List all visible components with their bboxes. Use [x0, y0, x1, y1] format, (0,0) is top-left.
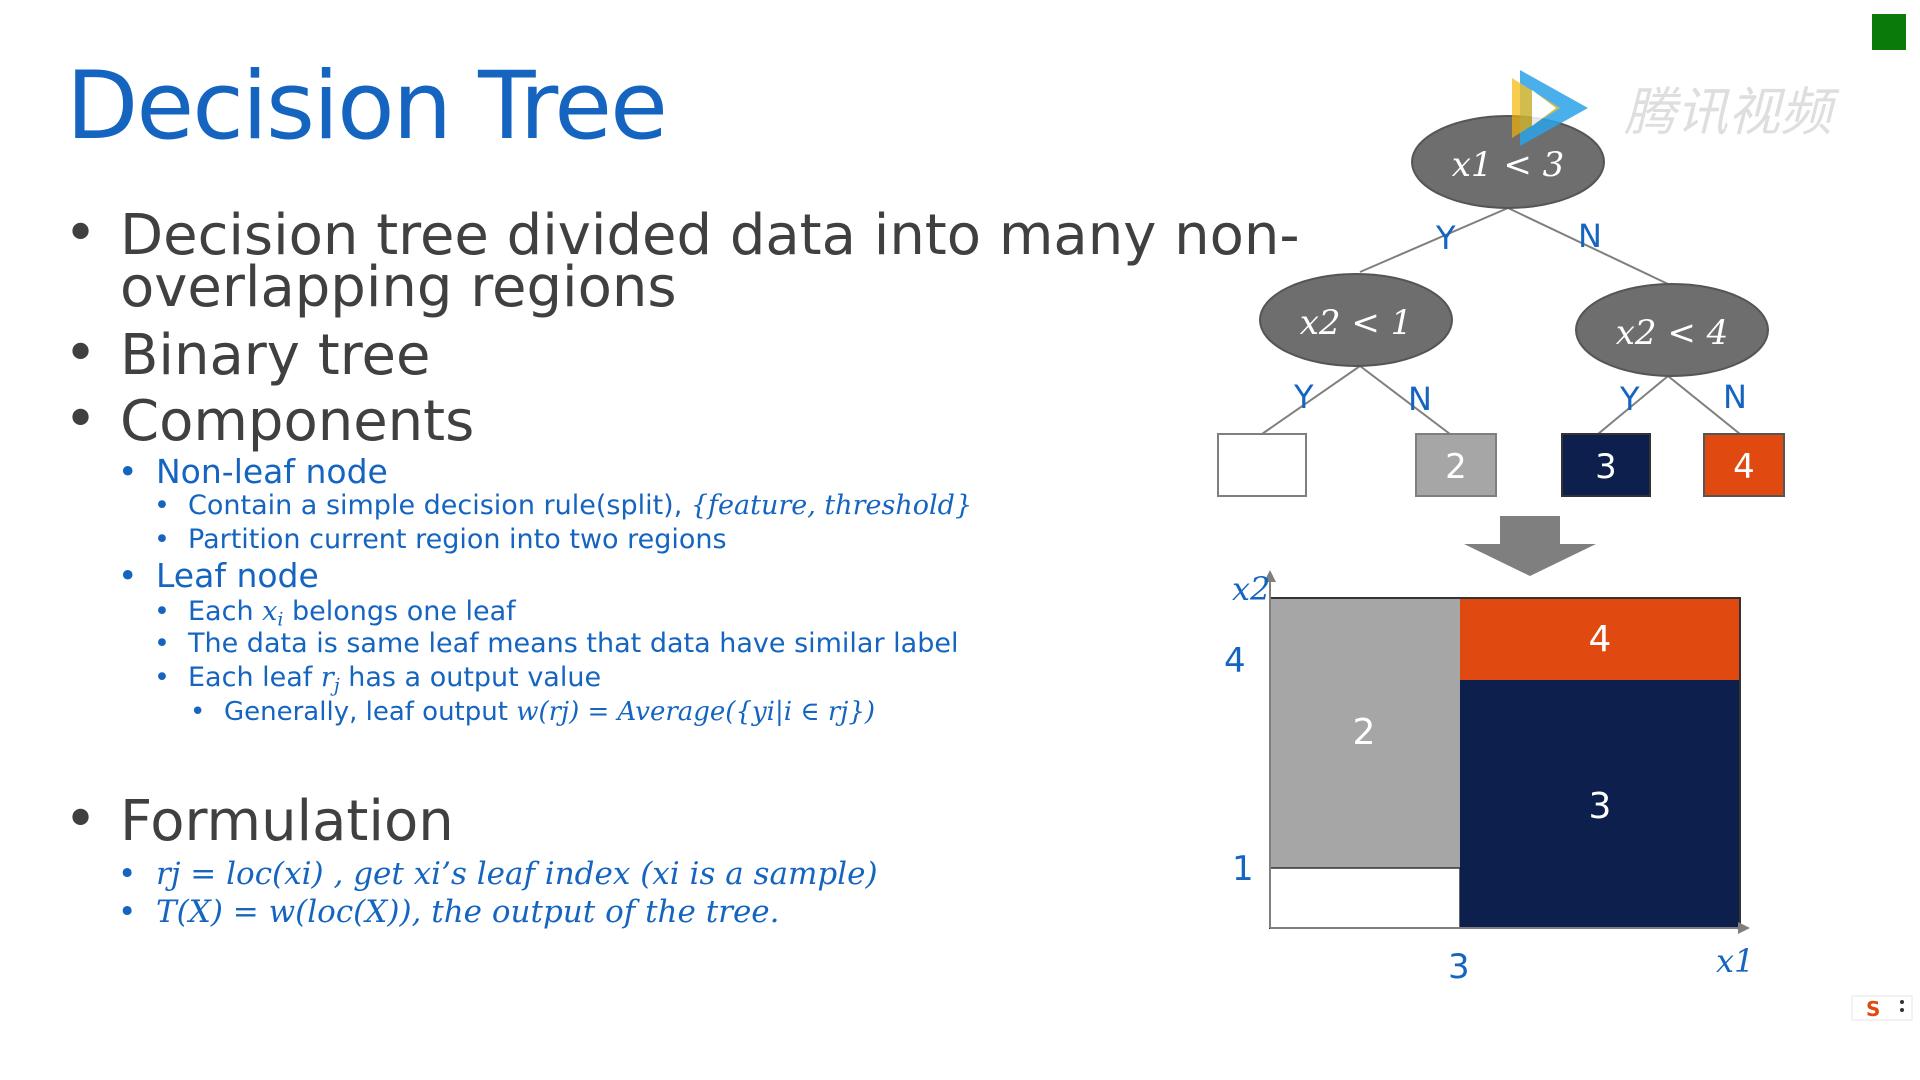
video-logo: 腾讯视频 — [1512, 70, 1840, 146]
node-root: x1 < 3 — [1411, 115, 1605, 209]
watermark-text: 腾讯视频 — [1624, 83, 1840, 143]
label-root-no: N — [1578, 217, 1602, 255]
region-label-4: 4 — [1589, 619, 1612, 660]
y-tick-1: 1 — [1232, 849, 1254, 889]
leaf-1 — [1217, 433, 1307, 497]
label-left-no: N — [1408, 380, 1432, 418]
svg-text:3: 3 — [1595, 447, 1617, 487]
leaf-2: 2 — [1415, 433, 1497, 497]
region-label-3: 3 — [1589, 786, 1612, 827]
node-left: x2 < 1 — [1259, 273, 1453, 367]
label-root-yes: Y — [1435, 219, 1456, 257]
label-left-yes: Y — [1293, 378, 1314, 416]
edge-root-right — [1507, 207, 1669, 285]
bullet-dot: • — [64, 321, 98, 386]
label-right-yes: Y — [1619, 380, 1640, 418]
edge-left-leaf1 — [1261, 365, 1361, 435]
edge-left-leaf2 — [1359, 365, 1451, 435]
green-status-square — [1872, 14, 1906, 50]
bullet-dot: • — [64, 387, 98, 452]
edge-right-leaf3 — [1597, 375, 1669, 435]
input-method-icon[interactable]: S — [1851, 995, 1913, 1021]
region-2 — [1270, 598, 1460, 868]
region-3 — [1460, 680, 1740, 928]
y-axis-arrow-icon — [1264, 570, 1276, 582]
bullet-dot: • — [64, 201, 98, 266]
x-tick-3: 3 — [1448, 947, 1470, 987]
y-axis-label: x2 — [1232, 570, 1270, 608]
label-right-no: N — [1723, 378, 1747, 416]
edge-right-leaf4 — [1667, 375, 1741, 435]
leaf-4: 4 — [1703, 433, 1785, 497]
down-arrow-icon — [1464, 516, 1596, 576]
x-axis-arrow-icon — [1738, 922, 1750, 934]
region-label-2: 2 — [1353, 712, 1376, 753]
svg-text:4: 4 — [1733, 447, 1755, 487]
y-tick-4: 4 — [1224, 641, 1246, 681]
node-right: x2 < 4 — [1575, 283, 1769, 377]
slide-title: Decision Tree — [66, 52, 668, 161]
bullet-dot: • — [64, 787, 98, 852]
svg-text:S: S — [1866, 997, 1880, 1021]
svg-text:x2 < 4: x2 < 4 — [1616, 313, 1729, 353]
svg-text:x2 < 1: x2 < 1 — [1300, 303, 1413, 343]
leaf-3: 3 — [1561, 433, 1651, 497]
region-4 — [1460, 598, 1740, 680]
edge-root-left — [1359, 207, 1509, 273]
region-plot: 2 4 3 x2 4 1 3 x1 — [1224, 570, 1754, 987]
x-axis-label: x1 — [1716, 942, 1754, 980]
region-1 — [1269, 867, 1461, 929]
svg-text:x1 < 3: x1 < 3 — [1452, 145, 1565, 185]
svg-text:2: 2 — [1445, 447, 1467, 487]
